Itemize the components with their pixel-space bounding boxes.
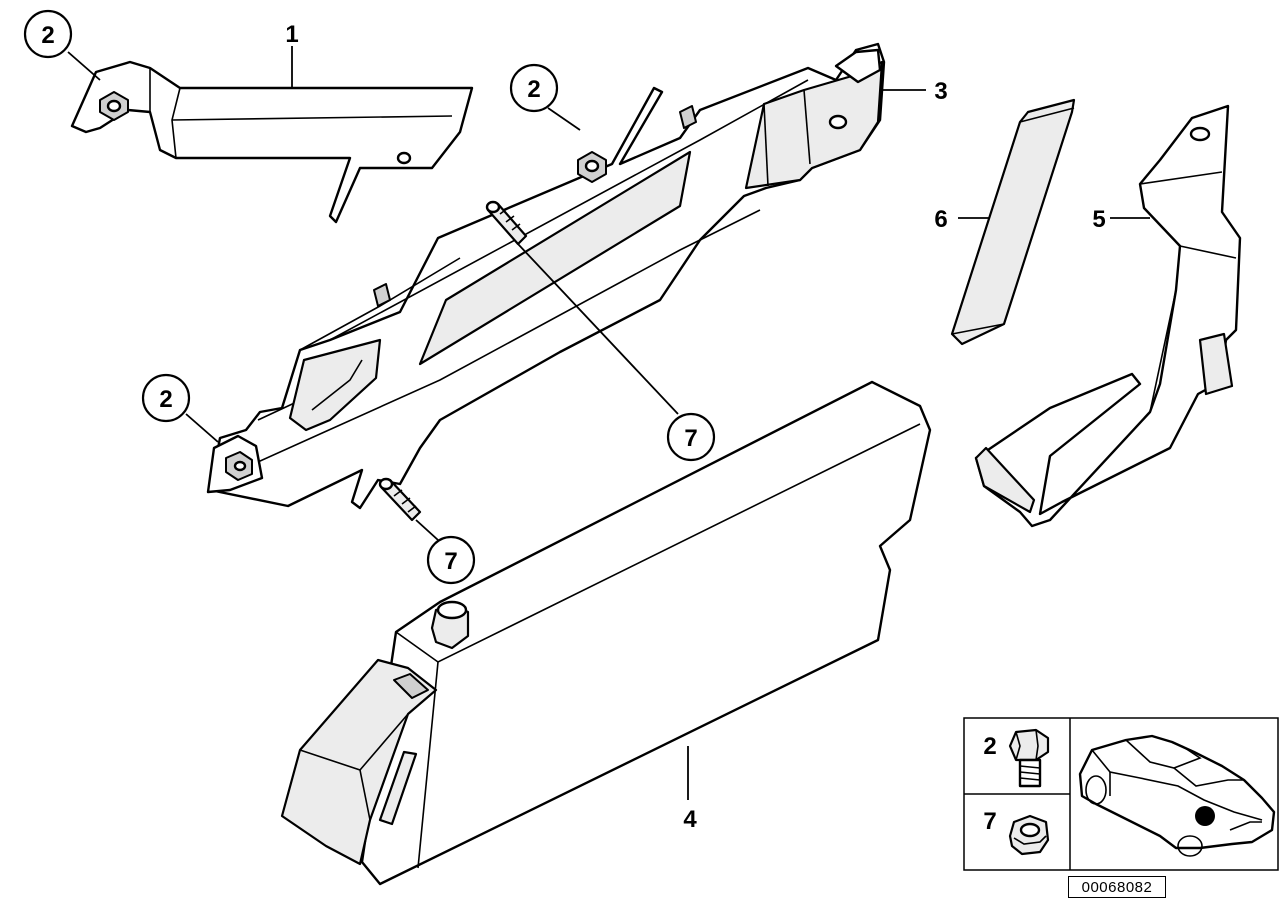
callout-label: 1	[285, 21, 298, 48]
callout-label: 4	[683, 806, 697, 833]
legend-label: 7	[983, 808, 996, 835]
callout-label: 6	[934, 206, 947, 233]
callout-label: 7	[444, 548, 457, 575]
callout-bracket-1: 1	[285, 21, 298, 48]
nut-icon	[1008, 814, 1050, 856]
callout-label: 5	[1092, 206, 1105, 233]
car-location-icon	[1078, 734, 1276, 857]
diagram-code: 00068082	[1068, 876, 1166, 898]
stud-lower	[378, 477, 422, 522]
bracket-part-5	[974, 104, 1242, 528]
callout-nut-top-left: 2	[23, 9, 73, 59]
callout-label: 7	[684, 425, 697, 452]
callout-strip-6: 6	[934, 206, 947, 233]
legend-label: 2	[983, 733, 996, 760]
location-marker	[1195, 806, 1215, 826]
strip-part-6	[950, 98, 1076, 346]
module-part-4	[280, 380, 932, 886]
legend-box: 2 7	[963, 717, 1279, 871]
callout-nut-left: 2	[141, 373, 191, 423]
stud-upper	[485, 200, 528, 246]
callout-stud-upper: 7	[666, 412, 716, 462]
bracket-part-1	[70, 60, 474, 224]
callout-bracket-5: 5	[1092, 206, 1105, 233]
callout-label: 2	[527, 76, 540, 103]
legend-item-nut: 7	[983, 808, 1050, 856]
bolt-icon	[1008, 728, 1050, 788]
callout-stud-lower: 7	[426, 535, 476, 585]
callout-module-4: 4	[683, 806, 697, 833]
leader-lines	[67, 46, 1150, 800]
nut-on-bracket-3	[577, 151, 607, 183]
callout-bracket-3: 3	[934, 78, 947, 105]
callout-label: 2	[159, 386, 172, 413]
callout-label: 3	[934, 78, 947, 105]
callout-label: 2	[41, 22, 54, 49]
legend-item-bolt: 2	[983, 728, 1050, 788]
callout-nut-top-center: 2	[509, 63, 559, 113]
